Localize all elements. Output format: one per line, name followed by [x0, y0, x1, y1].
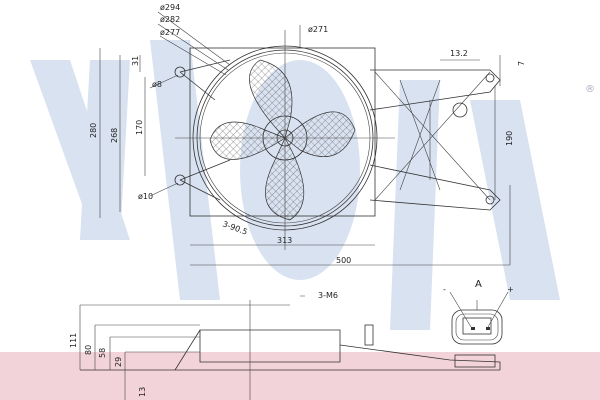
dim-holes: 3-90.5	[221, 219, 248, 236]
front-view	[99, 11, 511, 266]
dim-d282: ø282	[160, 15, 180, 24]
dim-29: 29	[114, 357, 123, 367]
dim-d294: ø294	[160, 3, 180, 12]
side-view	[79, 295, 501, 400]
dim-58: 58	[98, 348, 107, 358]
connector-label: A	[475, 279, 482, 290]
registered-mark: ®	[585, 84, 595, 95]
dim-7: 7	[517, 61, 526, 66]
dim-13-2: 13.2	[450, 49, 468, 58]
dim-280: 280	[89, 123, 98, 138]
connector-plus: +	[507, 285, 514, 294]
dim-3-m6: 3-M6	[318, 291, 338, 300]
dim-d10: ø10	[138, 192, 153, 201]
connector-detail	[449, 291, 509, 345]
dim-d277: ø277	[160, 28, 180, 37]
dim-268: 268	[110, 128, 119, 143]
dim-170: 170	[135, 120, 144, 135]
connector-minus: -	[443, 285, 446, 294]
dim-d271: ø271	[308, 25, 328, 34]
dim-111: 111	[69, 333, 78, 348]
dim-190: 190	[505, 131, 514, 146]
dim-80: 80	[84, 345, 93, 355]
watermark-band	[0, 352, 600, 400]
dim-500: 500	[336, 256, 351, 265]
dim-313: 313	[277, 236, 292, 245]
dim-d8: ø8	[152, 80, 162, 89]
dim-13: 13	[138, 387, 147, 397]
dim-31: 31	[131, 56, 140, 66]
